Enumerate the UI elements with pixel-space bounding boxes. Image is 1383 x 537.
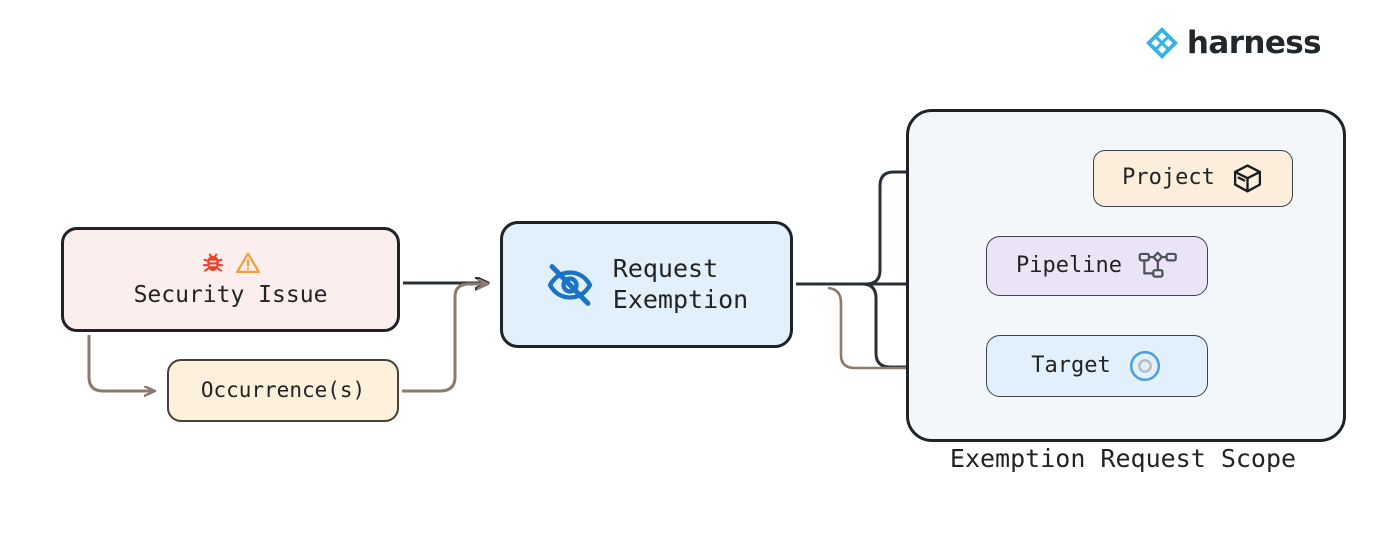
security-issue-icons bbox=[200, 250, 261, 276]
target-label: Target bbox=[1031, 352, 1111, 378]
warning-triangle-icon bbox=[236, 252, 260, 273]
brand-name: harness bbox=[1186, 24, 1322, 61]
target-circles-icon bbox=[1129, 350, 1160, 382]
brand-logo: harness bbox=[1145, 24, 1322, 61]
bug-icon bbox=[202, 253, 224, 272]
request-exemption-label: Request Exemption bbox=[612, 254, 749, 314]
eye-slash-icon bbox=[547, 263, 592, 306]
group-caption-exemption-request-scope: Exemption Request Scope bbox=[949, 444, 1297, 473]
edge-occurrences-to-request bbox=[402, 284, 487, 393]
node-target[interactable]: Target bbox=[986, 335, 1208, 397]
node-security-issue[interactable]: Security Issue bbox=[61, 227, 400, 332]
cube-box-icon bbox=[1233, 164, 1261, 193]
node-project[interactable]: Project bbox=[1093, 150, 1293, 207]
pipeline-nodes-icon bbox=[1138, 251, 1177, 278]
occurrences-label: Occurrence(s) bbox=[200, 377, 366, 402]
node-request-exemption[interactable]: Request Exemption bbox=[500, 221, 793, 348]
pipeline-label: Pipeline bbox=[1016, 252, 1122, 278]
node-occurrences[interactable]: Occurrence(s) bbox=[167, 359, 399, 422]
harness-diamond-logo-icon bbox=[1145, 27, 1178, 59]
security-issue-label: Security Issue bbox=[133, 281, 328, 308]
edge-security-to-occurrences bbox=[87, 335, 154, 391]
node-pipeline[interactable]: Pipeline bbox=[986, 236, 1208, 296]
project-label: Project bbox=[1122, 165, 1215, 191]
